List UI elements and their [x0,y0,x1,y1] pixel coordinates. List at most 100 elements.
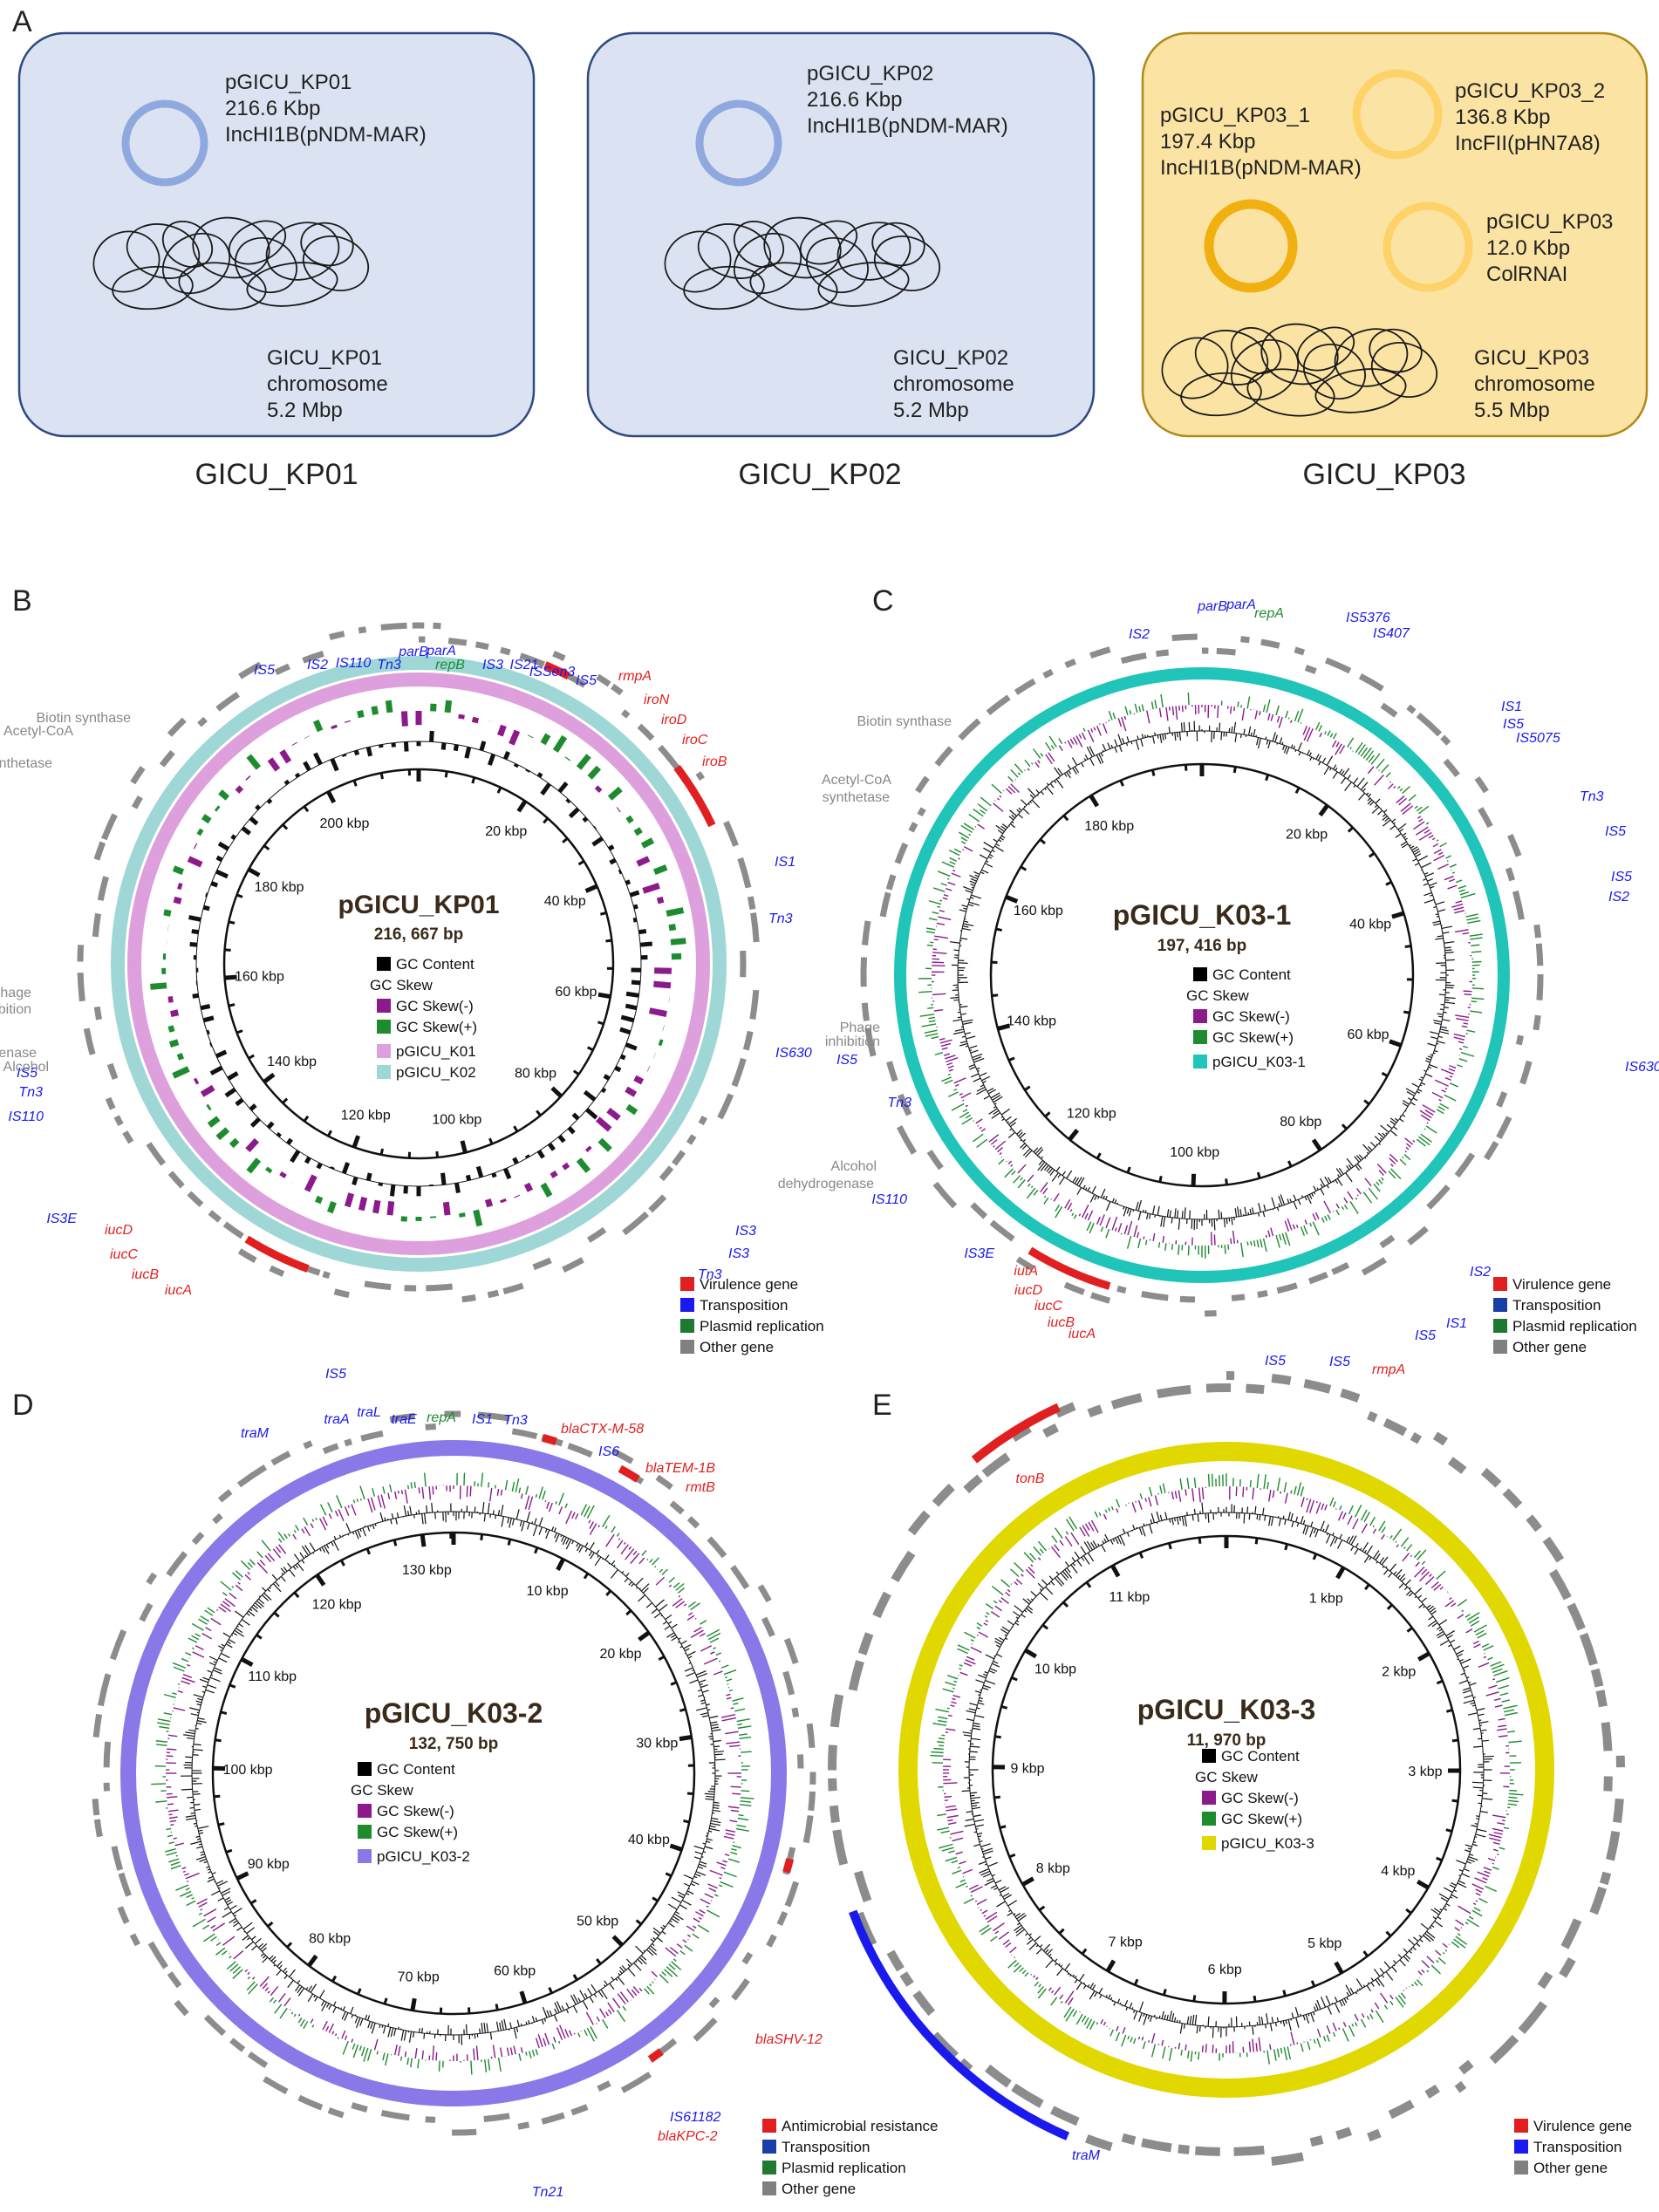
gc-content-bar [557,782,569,794]
gc-content-bar [1430,1610,1437,1615]
gc-skew-bar [475,2045,479,2060]
other-gene-block [208,1210,222,1223]
gc-content-bar [218,1657,228,1663]
gc-skew-bar [1341,1205,1345,1211]
other-gene-block [247,2051,269,2069]
gc-skew-bar [1351,2024,1355,2027]
gc-content-bar [1171,2013,1175,2022]
gc-content-bar [1333,764,1337,770]
gc-content-bar [983,1850,993,1855]
gc-skew-bar [1416,806,1423,812]
axis-tick-label: 11 kbp [1109,1590,1150,1605]
gc-content-bar [1369,1141,1376,1148]
gene-label: repA [427,1410,456,1425]
gc-content-bar [979,1840,983,1843]
gc-content-bar [671,1917,679,1924]
gc-skew-bar [649,1983,652,1987]
gc-content-bar [551,1526,555,1532]
gc-content-bar [1347,775,1351,780]
gc-skew-bar [973,808,984,817]
gc-skew-bar [278,1544,287,1554]
gc-skew-bar [686,1934,691,1938]
gc-skew-bar [1457,1614,1464,1619]
gc-skew-bar [953,1088,958,1091]
feature-legend-swatch [1493,1298,1507,1312]
gc-content-bar [601,1087,607,1094]
gc-content-bar [594,1556,602,1567]
feature-segment [647,2048,664,2063]
gc-skew-bar [237,1581,241,1585]
gene-label: iroN [644,693,670,707]
gc-skew-bar [1269,2044,1272,2051]
gc-content-bar [994,1641,1002,1646]
gc-content-bar [403,1505,407,1517]
gc-content-bar [1035,789,1040,794]
chromosome-loop [228,220,287,265]
gc-skew-bar [269,1997,274,2003]
gc-skew-bar [1027,1566,1035,1574]
gc-content-bar [297,1986,303,1994]
plasmid-size: 216.6 Kbp [807,88,902,112]
other-gene-block [105,1096,116,1110]
gc-skew-bar [1468,1915,1474,1920]
axis-tick-label: 100 kbp [432,1113,481,1128]
gc-content-bar [1009,1122,1016,1128]
gc-content-bar [1473,1745,1483,1748]
gc-content-bar [631,1583,635,1587]
gc-skew-bar [1459,891,1470,896]
gc-content-bar [1329,1536,1336,1547]
axis-tick [536,1109,542,1116]
other-gene-block [1089,1292,1111,1304]
gc-skew-bar [256,1551,263,1559]
gc-skew-bar [1007,785,1016,794]
gc-content-bar [1016,1620,1020,1623]
gc-content-bar [1070,1564,1078,1574]
other-gene-block [93,841,106,861]
gene-label: synthetase [823,790,890,805]
other-gene-block [487,1289,500,1299]
feature-legend-label: Virulence gene [700,1276,798,1293]
gc-skew-bar [246,754,262,770]
gc-content-bar [973,1056,982,1061]
gc-content-bar [359,1528,362,1533]
axis-tick-label: 120 kbp [312,1598,362,1613]
axis-tick [994,1735,1001,1739]
gc-skew-bar [939,899,943,902]
gc-content-bar [1367,799,1373,805]
gc-skew-bar [1396,1544,1399,1548]
gc-content-bar [686,1650,696,1656]
gc-content-bar [711,1729,721,1732]
gc-skew-bar [251,1976,256,1980]
gc-skew-bar [1396,795,1405,804]
gc-content-bar [1399,1959,1406,1967]
legend-label: GC Skew(+) [377,1824,458,1840]
feature-legend-swatch [680,1319,694,1333]
gc-content-bar [1350,1546,1355,1551]
gc-content-bar [966,1710,976,1714]
gene-label: IS5 [836,1053,857,1068]
gc-content-bar [225,1899,232,1903]
gc-content-bar [1196,2025,1198,2034]
gc-skew-bar [1332,1501,1336,1508]
gene-label: IS3E [964,1246,994,1261]
gc-skew-bar [1465,1628,1473,1634]
gc-content-bar [287,1979,294,1989]
gc-content-bar [1360,782,1369,790]
gc-content-bar [1181,1516,1185,1526]
other-gene-block [750,912,760,943]
other-gene-block [364,1280,392,1291]
gc-skew-bar [655,1576,666,1586]
gc-skew-bar [720,1664,729,1669]
gc-content-bar [1435,901,1445,905]
gc-skew-bar [740,1797,754,1799]
gc-skew-bar [1497,1854,1499,1856]
axis-tick [1282,1990,1287,1997]
other-gene-block [686,1516,700,1529]
other-gene-block [212,1512,223,1525]
axis-tick-label: 20 kbp [485,824,527,839]
gc-skew-bar [1381,1533,1385,1540]
gc-skew-bar [719,1877,722,1880]
gc-skew-bar [256,1561,269,1574]
feature-legend-label: Plasmid replication [700,1318,824,1335]
